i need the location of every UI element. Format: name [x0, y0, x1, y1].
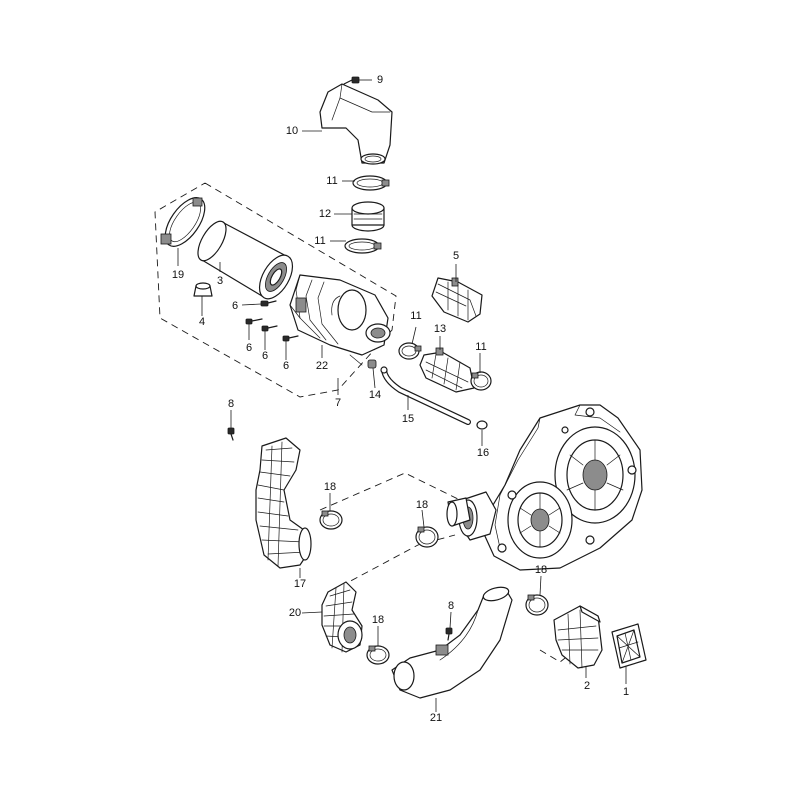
callout-5: 5	[453, 250, 459, 262]
part-2-inlet-adapter	[553, 605, 603, 669]
part-21-intake-tube	[391, 586, 513, 699]
part-15-breather-hose	[380, 366, 471, 425]
callout-8: 8	[228, 398, 234, 410]
part-11-clamp-middle	[344, 238, 382, 254]
callout-19: 19	[172, 269, 184, 281]
callout-12: 12	[319, 208, 331, 220]
callout-18: 18	[324, 481, 336, 493]
callout-18: 18	[535, 564, 547, 576]
assembly-intake-boundary	[329, 534, 456, 593]
part-4-cap	[193, 282, 213, 297]
callout-3: 3	[217, 275, 223, 287]
part-6-bolt-a	[260, 300, 277, 307]
part-18-clamp-b	[415, 526, 439, 548]
callout-13: 13	[434, 323, 446, 335]
part-18-clamp-c	[525, 594, 549, 616]
callout-20: 20	[289, 607, 301, 619]
part-14-fitting	[367, 359, 377, 369]
cvt-cover-housing	[446, 404, 643, 571]
callout-6: 6	[262, 350, 268, 362]
part-20-ribbed-elbow	[321, 581, 363, 653]
part-13-duct	[419, 347, 475, 393]
callout-1: 1	[623, 686, 629, 698]
callout-21: 21	[430, 712, 442, 724]
assembly-lower-boundary	[319, 472, 461, 511]
part-11-clamp-upper	[352, 175, 390, 191]
part-8-bolt-upper	[227, 427, 235, 441]
callout-8: 8	[448, 600, 454, 612]
part-10-intake-elbow	[319, 83, 393, 165]
part-6-bolt-b	[245, 318, 263, 325]
part-19-band-clamp	[160, 197, 206, 247]
part-18-clamp-d	[366, 645, 390, 665]
callout-11: 11	[314, 235, 325, 247]
part-11-clamp-left	[398, 342, 422, 360]
callout-14: 14	[369, 389, 381, 401]
callout-4: 4	[199, 316, 205, 328]
callout-2: 2	[584, 680, 590, 692]
callout-labels: 9 10 11 12 11 5 19 3 4 6 6 6 6 22 7 14 1…	[172, 74, 629, 724]
part-18-clamp-a	[319, 510, 343, 530]
part-17-ribbed-duct	[255, 437, 312, 569]
part-6-bolt-c	[261, 325, 278, 332]
callout-9: 9	[377, 74, 383, 86]
part-1-screen-frame	[611, 623, 647, 669]
callout-10: 10	[286, 125, 298, 137]
part-6-bolt-d	[282, 335, 299, 342]
part-5-outlet-duct	[431, 277, 483, 323]
leader-lines	[177, 79, 627, 712]
part-3-air-filter	[197, 220, 294, 300]
callout-18: 18	[372, 614, 384, 626]
part-8-bolt-lower	[445, 627, 453, 641]
callout-6: 6	[246, 342, 252, 354]
part-9-bolt	[343, 76, 360, 85]
callout-11: 11	[475, 341, 486, 353]
callout-6: 6	[232, 300, 238, 312]
callout-15: 15	[402, 413, 414, 425]
callout-7: 7	[335, 397, 341, 409]
callout-22: 22	[316, 360, 328, 372]
callout-6: 6	[283, 360, 289, 372]
part-16-o-ring	[476, 420, 488, 430]
part-12-coupler	[351, 201, 385, 232]
callout-17: 17	[294, 578, 306, 590]
callout-18: 18	[416, 499, 428, 511]
callout-11: 11	[410, 310, 421, 322]
part-11-clamp-right	[470, 371, 492, 391]
part-22-air-box	[289, 274, 391, 366]
callout-11: 11	[326, 175, 337, 187]
callout-16: 16	[477, 447, 489, 459]
assembly-7-boundary	[154, 182, 397, 398]
